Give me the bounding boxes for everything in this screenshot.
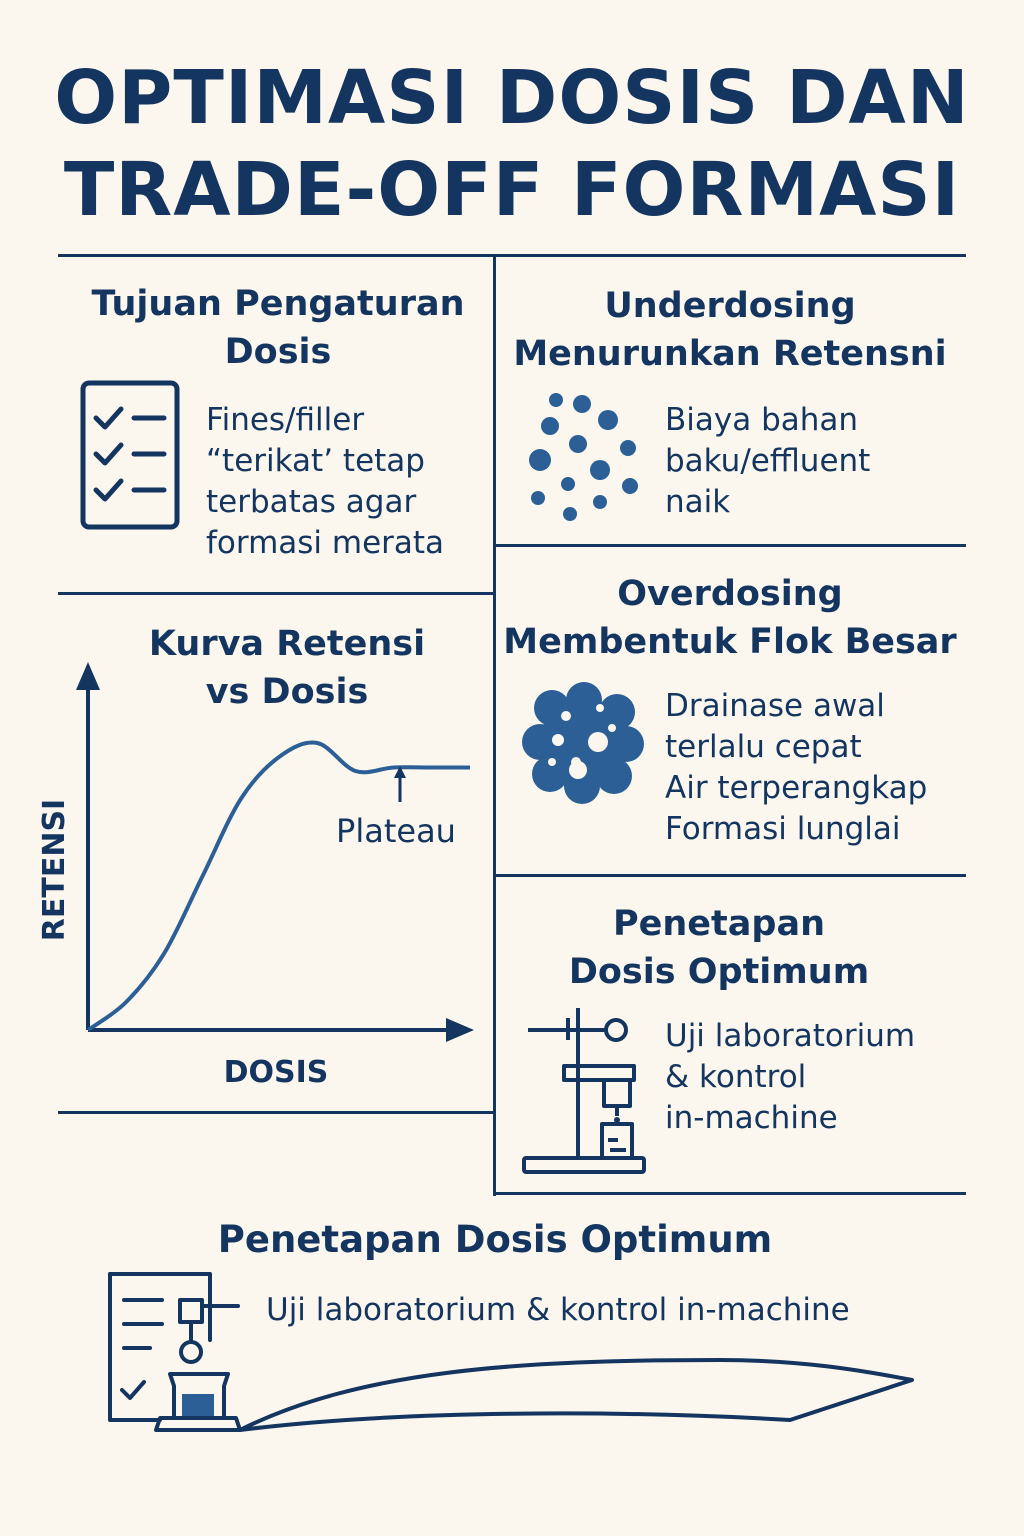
overdosing-text-line: terlalu cepat xyxy=(665,729,862,765)
penetapan-heading-line-1: Penetapan xyxy=(613,904,825,944)
scattered-particles-icon xyxy=(529,393,638,521)
underdosing-text-line: naik xyxy=(665,484,731,520)
lab-stand-icon xyxy=(522,1008,646,1174)
right-divider-1 xyxy=(494,544,966,547)
tujuan-heading-line-1: Tujuan Pengaturan xyxy=(91,284,465,324)
title-line-2: TRADE-OFF FORMASI xyxy=(63,147,961,233)
underdosing-heading: Underdosing Menurunkan Retensni xyxy=(494,282,966,378)
retention-dose-chart: Plateau DOSIS RETENSI xyxy=(37,662,474,1090)
page-title: OPTIMASI DOSIS DAN TRADE-OFF FORMASI xyxy=(0,52,1024,236)
tujuan-heading: Tujuan Pengaturan Dosis xyxy=(58,280,498,376)
tujuan-text: Fines/filler “terikat’ tetap terbatas ag… xyxy=(206,400,444,564)
penetapan-heading-line-2: Dosis Optimum xyxy=(568,952,870,992)
tujuan-text-line: “terikat’ tetap xyxy=(206,443,425,479)
checklist-icon xyxy=(80,380,180,530)
y-axis-arrow xyxy=(76,662,100,690)
x-axis-label: DOSIS xyxy=(224,1055,329,1090)
overdosing-text-line: Formasi lunglai xyxy=(665,811,901,847)
series-line xyxy=(86,740,470,1032)
overdosing-heading-line-1: Overdosing xyxy=(617,574,843,614)
overdosing-text: Drainase awal terlalu cepat Air terperan… xyxy=(665,686,927,850)
left-divider-1 xyxy=(58,592,494,595)
overdosing-heading: Overdosing Membentuk Flok Besar xyxy=(494,570,966,666)
underdosing-text-line: baku/effluent xyxy=(665,443,871,479)
bottom-heading: Penetapan Dosis Optimum xyxy=(217,1218,773,1261)
right-divider-2 xyxy=(494,874,966,877)
right-divider-3 xyxy=(494,1192,966,1195)
tujuan-text-line: terbatas agar xyxy=(206,484,417,520)
underdosing-text: Biaya bahan baku/effluent naik xyxy=(665,400,870,523)
overdosing-text-line: Air terperangkap xyxy=(665,770,928,806)
bottom-text: Uji laboratorium & kontrol in-machine xyxy=(266,1290,850,1331)
overdosing-heading-line-2: Membentuk Flok Besar xyxy=(503,622,957,662)
underdosing-heading-line-1: Underdosing xyxy=(604,286,856,326)
top-divider xyxy=(58,254,966,257)
penetapan-text: Uji laboratorium & kontrol in-machine xyxy=(665,1016,915,1139)
center-divider xyxy=(493,254,496,1196)
x-axis-arrow xyxy=(446,1018,474,1042)
overdosing-text-line: Drainase awal xyxy=(665,688,885,724)
plateau-label: Plateau xyxy=(336,812,456,850)
kurva-heading-line-1: Kurva Retensi xyxy=(148,624,426,664)
bottom-text-line: Uji laboratorium & kontrol in-machine xyxy=(266,1292,850,1328)
large-floc-icon xyxy=(522,682,644,804)
underdosing-heading-line-2: Menurunkan Retensni xyxy=(513,334,947,374)
penetapan-text-line: Uji laboratorium xyxy=(665,1018,916,1054)
title-line-1: OPTIMASI DOSIS DAN xyxy=(54,55,970,141)
y-axis-label: RETENSI xyxy=(37,799,72,941)
kurva-heading-line-2: vs Dosis xyxy=(205,672,369,712)
left-divider-2 xyxy=(58,1111,494,1114)
tujuan-text-line: formasi merata xyxy=(206,525,445,561)
underdosing-text-line: Biaya bahan xyxy=(665,402,859,438)
penetapan-heading: Penetapan Dosis Optimum xyxy=(494,900,944,996)
penetapan-text-line: in-machine xyxy=(665,1100,838,1136)
penetapan-text-line: & kontrol xyxy=(665,1059,807,1095)
plateau-arrow-head xyxy=(394,766,406,778)
lab-checklist-icon xyxy=(108,1272,914,1432)
kurva-heading: Kurva Retensi vs Dosis xyxy=(80,620,494,716)
tujuan-text-line: Fines/filler xyxy=(206,402,365,438)
tujuan-heading-line-2: Dosis xyxy=(224,332,332,372)
